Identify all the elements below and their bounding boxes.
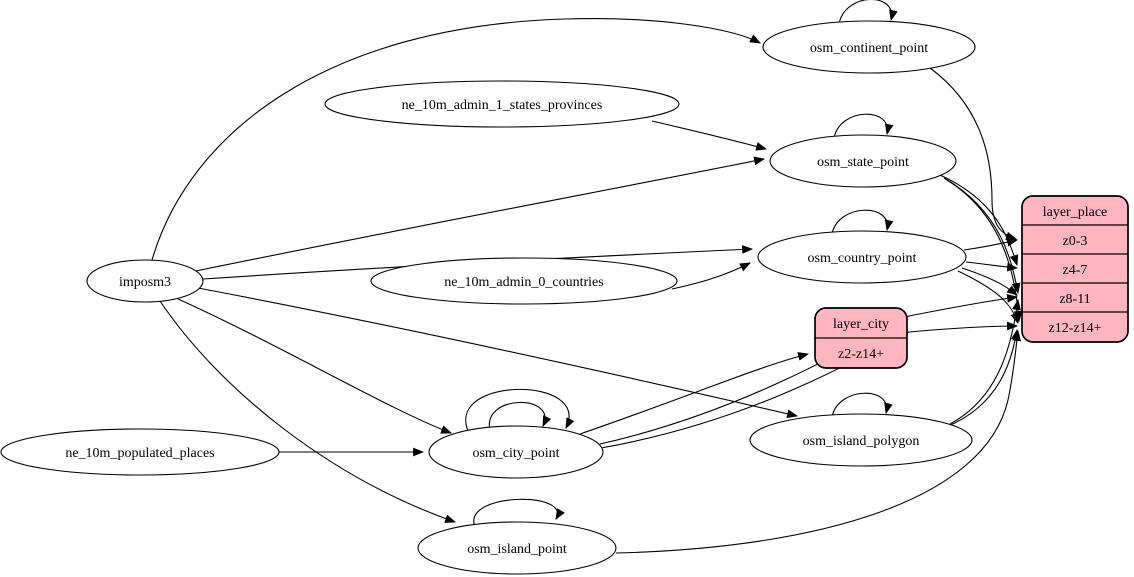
edge-imposm3-osm_island_point (159, 300, 457, 523)
self-loop-osm_island_polygon (831, 392, 893, 418)
osm_state_point-shape (769, 134, 957, 188)
edge-osm_country_point-layer_place-z8-11 (961, 267, 1018, 296)
edge-osm_island_point-layer_place-z12-z14 (615, 329, 1022, 554)
self-loop-osm_city_point-outer (465, 388, 575, 432)
edge-ne_10m_admin_1_states_provinces-osm_state_point (651, 120, 768, 151)
layer_place-row-z0-3: z0-3 (1063, 234, 1088, 249)
node-osm_island_polygon: osm_island_polygon (749, 413, 973, 467)
self-loop-osm_state_point (833, 113, 894, 139)
self-loop-osm_continent_point (838, 0, 898, 25)
node-ne_10m_populated_places: ne_10m_populated_places (0, 428, 280, 476)
node-ne_10m_admin_1_states_provinces: ne_10m_admin_1_states_provinces (324, 80, 680, 128)
node-layer_city: layer_city z2-z14+ (814, 307, 908, 369)
edge-imposm3-osm_state_point (195, 156, 766, 272)
osm_state_point-label: osm_state_point (817, 155, 909, 170)
ne_10m_admin_0_countries-shape (370, 257, 678, 305)
edge-imposm3-osm_city_point (177, 298, 453, 434)
layer_place-title: layer_place (1043, 205, 1108, 220)
node-osm_state_point: osm_state_point (769, 134, 957, 188)
layer_city-row-z2-z14: z2-z14+ (838, 347, 884, 362)
edge-imposm3-osm_continent_point (151, 18, 761, 261)
node-ne_10m_admin_0_countries: ne_10m_admin_0_countries (370, 257, 678, 305)
edge-osm_country_point-layer_place-z12-z14 (957, 270, 1019, 325)
osm_island_point-label: osm_island_point (467, 542, 567, 557)
layer_place-row-z8-11: z8-11 (1059, 292, 1090, 307)
self-loop-osm_city_point-inner (489, 401, 552, 431)
osm_continent_point-shape (762, 20, 976, 74)
imposm3-label: imposm3 (119, 275, 171, 290)
node-osm_country_point: osm_country_point (757, 230, 967, 284)
node-osm_continent_point: osm_continent_point (762, 20, 976, 74)
edge-osm_island_polygon-layer_place-z12-z14 (945, 328, 1020, 428)
edge-osm_state_point-layer_place-z12-z14 (946, 179, 1023, 323)
node-imposm3: imposm3 (86, 259, 204, 303)
osm_island_polygon-label: osm_island_polygon (803, 434, 920, 449)
layer_place-row-z4-7: z4-7 (1063, 263, 1088, 278)
layer_city-title: layer_city (833, 317, 889, 332)
osm_city_point-label: osm_city_point (472, 446, 559, 461)
edge-osm_country_point-layer_place-z4-7 (965, 261, 1019, 272)
ne_10m_admin_1_states_provinces-label: ne_10m_admin_1_states_provinces (402, 98, 603, 113)
layer_place-box (1021, 195, 1129, 343)
edge-osm_island_polygon-layer_place-z8-11 (949, 298, 1021, 425)
edge-osm_state_point-layer_place-z4-7 (939, 174, 1019, 267)
osm_country_point-shape (757, 230, 967, 284)
ne_10m_admin_1_states_provinces-shape (324, 80, 680, 128)
osm_continent_point-label: osm_continent_point (810, 41, 928, 56)
edge-ne_10m_admin_0_countries-osm_country_point (671, 262, 751, 290)
self-loop-osm_island_point (473, 498, 565, 525)
edge-imposm3-osm_island_polygon (197, 287, 799, 419)
ne_10m_populated_places-shape (0, 428, 280, 476)
osm_island_point-shape (417, 521, 617, 575)
imposm3-shape (86, 259, 204, 303)
edge-osm_city_point-layer_city-z2-z14 (579, 352, 810, 435)
ne_10m_populated_places-label: ne_10m_populated_places (65, 446, 214, 461)
edge-osm_continent_point-layer_place-z0-3 (929, 67, 1018, 241)
ne_10m_admin_0_countries-label: ne_10m_admin_0_countries (444, 275, 603, 290)
self-loop-osm_country_point (831, 209, 894, 235)
osm_island_polygon-shape (749, 413, 973, 467)
node-layer_place: layer_place z0-3 z4-7 z8-11 z12-z14+ (1021, 195, 1129, 343)
node-osm_island_point: osm_island_point (417, 521, 617, 575)
osm_city_point-shape (428, 425, 604, 479)
edge-osm_country_point-layer_place-z0-3 (963, 237, 1019, 251)
osm_country_point-label: osm_country_point (808, 251, 917, 266)
node-osm_city_point: osm_city_point (428, 425, 604, 479)
layer_place-row-z12-z14: z12-z14+ (1049, 321, 1102, 336)
